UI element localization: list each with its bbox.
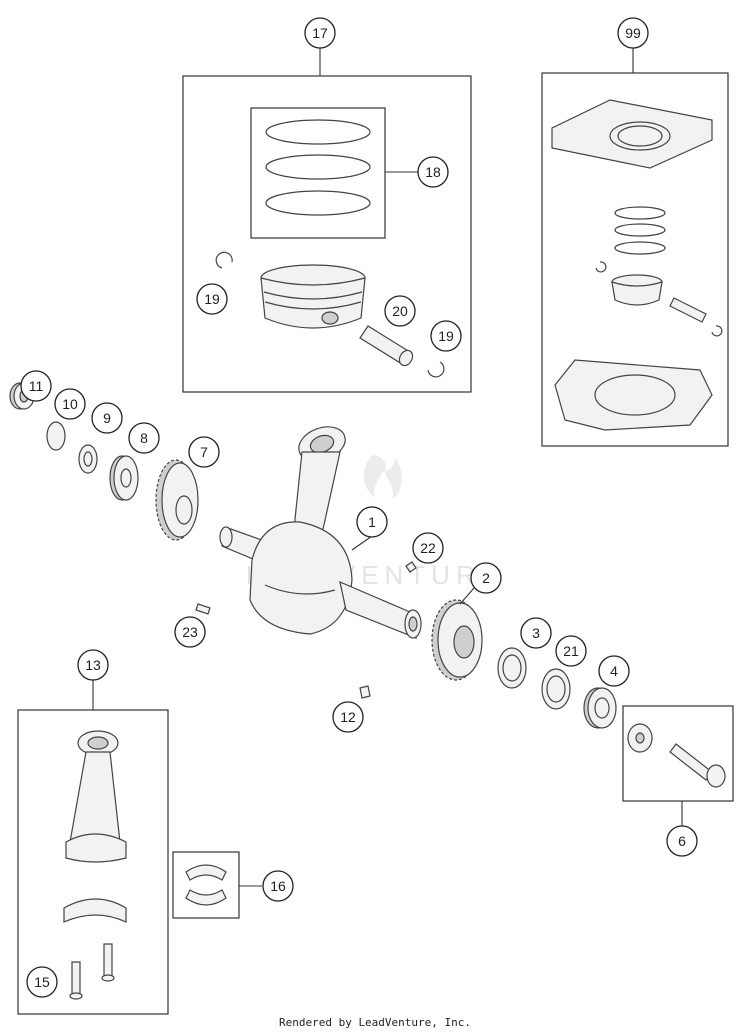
key-23	[195, 603, 211, 615]
callout-19-right[interactable]: 19	[430, 320, 462, 352]
callout-6[interactable]: 6	[666, 825, 698, 857]
callout-23[interactable]: 23	[174, 616, 206, 648]
svg-text:3: 3	[532, 625, 540, 641]
svg-text:2: 2	[482, 570, 490, 586]
svg-text:18: 18	[425, 164, 441, 180]
callout-99[interactable]: 99	[617, 17, 649, 49]
bearing-shells	[185, 864, 227, 906]
conrod	[65, 730, 127, 863]
callout-3[interactable]: 3	[520, 617, 552, 649]
piston-pin	[359, 325, 414, 367]
gear-2	[431, 599, 483, 681]
svg-text:8: 8	[140, 430, 148, 446]
callout-20[interactable]: 20	[384, 295, 416, 327]
washer-21	[541, 668, 571, 710]
svg-text:6: 6	[678, 833, 686, 849]
svg-text:13: 13	[85, 657, 101, 673]
washer-9	[78, 444, 98, 474]
callout-19-left[interactable]: 19	[196, 283, 228, 315]
svg-text:19: 19	[204, 291, 220, 307]
crankshaft	[219, 426, 422, 639]
piston-kit-box	[182, 75, 472, 393]
callout-11[interactable]: 11	[20, 370, 52, 402]
svg-text:16: 16	[270, 878, 286, 894]
piston-rings	[265, 119, 371, 216]
washer-10	[46, 421, 66, 451]
piston	[260, 264, 366, 329]
callout-8[interactable]: 8	[128, 422, 160, 454]
key-12	[359, 685, 371, 699]
bolt-kit-parts	[627, 723, 726, 788]
callout-9[interactable]: 9	[91, 402, 123, 434]
circlip-left	[215, 251, 233, 269]
bearing-shells-box	[172, 851, 240, 919]
callout-22[interactable]: 22	[412, 532, 444, 564]
piston-rings-box	[250, 107, 386, 239]
svg-text:7: 7	[200, 444, 208, 460]
footer-credit: Rendered by LeadVenture, Inc.	[278, 1016, 472, 1029]
gear-7	[155, 459, 199, 541]
svg-text:99: 99	[625, 25, 641, 41]
nut-4	[583, 687, 617, 729]
callout-17[interactable]: 17	[304, 17, 336, 49]
svg-text:21: 21	[563, 643, 579, 659]
svg-text:11: 11	[29, 378, 44, 394]
callout-21[interactable]: 21	[555, 635, 587, 667]
svg-text:17: 17	[312, 25, 328, 41]
callout-10[interactable]: 10	[54, 388, 86, 420]
svg-text:12: 12	[340, 709, 356, 725]
svg-text:19: 19	[438, 328, 454, 344]
callout-12[interactable]: 12	[332, 701, 364, 733]
callout-4[interactable]: 4	[598, 655, 630, 687]
washer-3	[497, 647, 527, 689]
svg-text:15: 15	[34, 974, 50, 990]
svg-text:22: 22	[420, 540, 436, 556]
conrod-cap	[63, 898, 127, 923]
svg-text:20: 20	[392, 303, 408, 319]
callout-1[interactable]: 1	[356, 506, 388, 538]
svg-text:23: 23	[182, 624, 198, 640]
callout-18[interactable]: 18	[417, 156, 449, 188]
callout-13[interactable]: 13	[77, 649, 109, 681]
gasket-kit-box	[541, 72, 729, 447]
callout-2[interactable]: 2	[470, 562, 502, 594]
callout-16[interactable]: 16	[262, 870, 294, 902]
callout-15[interactable]: 15	[26, 966, 58, 998]
svg-text:1: 1	[368, 514, 376, 530]
svg-text:9: 9	[103, 410, 111, 426]
pin-22	[405, 561, 417, 573]
svg-text:10: 10	[62, 396, 78, 412]
gear-8	[109, 455, 139, 501]
callout-7[interactable]: 7	[188, 436, 220, 468]
gasket-kit-parts	[551, 99, 723, 431]
conrod-bolts	[69, 943, 115, 1000]
bolt-kit-box	[622, 705, 734, 802]
svg-text:4: 4	[610, 663, 618, 679]
circlip-right	[427, 361, 445, 378]
